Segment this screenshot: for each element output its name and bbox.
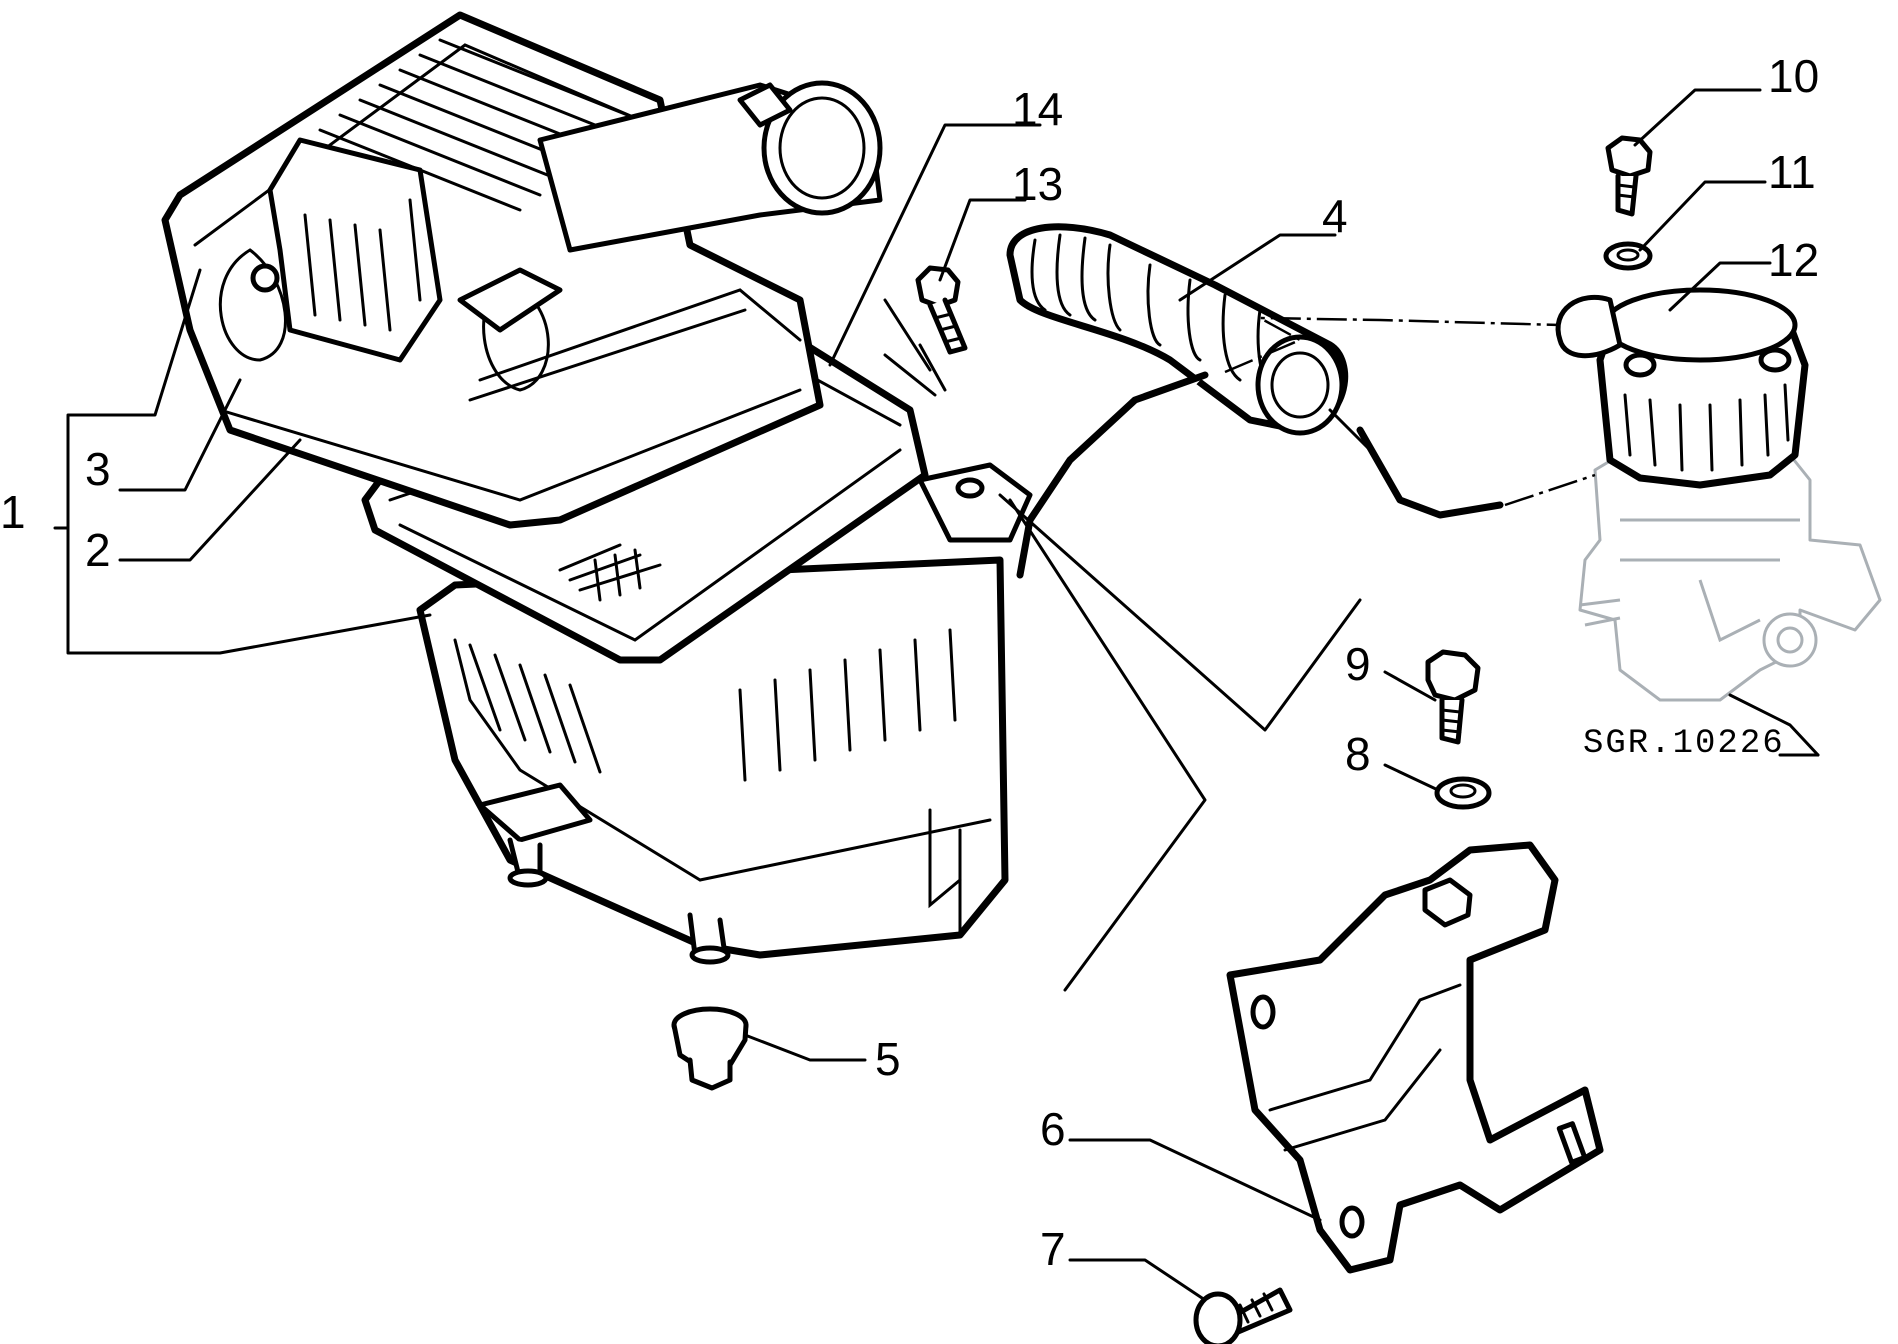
leader-lines xyxy=(53,88,1820,1302)
washer-8 xyxy=(1434,776,1492,810)
callout-2: 2 xyxy=(85,524,111,576)
callout-5: 5 xyxy=(875,1033,901,1085)
callout-1: 1 xyxy=(0,486,26,538)
air-hose xyxy=(1006,223,1504,579)
callout-13: 13 xyxy=(1012,158,1063,210)
callout-3: 3 xyxy=(85,443,111,495)
air-filter-assembly xyxy=(161,11,1033,965)
mounting-bracket xyxy=(1226,841,1604,1274)
callout-8: 8 xyxy=(1345,728,1371,780)
callout-14: 14 xyxy=(1012,83,1063,135)
callout-7: 7 xyxy=(1040,1223,1066,1275)
callout-6: 6 xyxy=(1040,1103,1066,1155)
bolt-13 xyxy=(915,265,968,355)
bolt-9 xyxy=(1425,649,1481,745)
bolt-7 xyxy=(1193,1287,1293,1344)
reference-code: SGR.10226 xyxy=(1583,725,1785,763)
callout-11: 11 xyxy=(1768,146,1816,198)
grommet xyxy=(671,1006,749,1091)
callout-labels: 1 2 3 4 5 6 7 8 9 10 11 12 13 14 SGR.102… xyxy=(0,50,1819,1275)
callout-9: 9 xyxy=(1345,638,1371,690)
callout-12: 12 xyxy=(1768,234,1819,286)
bolt-10 xyxy=(1605,135,1653,217)
alignment-lines xyxy=(1224,316,1596,507)
pump-ghost xyxy=(1578,453,1882,702)
breather-cap xyxy=(1555,287,1809,489)
filter-housing-lower xyxy=(416,462,1033,965)
callout-4: 4 xyxy=(1322,190,1348,242)
callout-10: 10 xyxy=(1768,50,1819,102)
